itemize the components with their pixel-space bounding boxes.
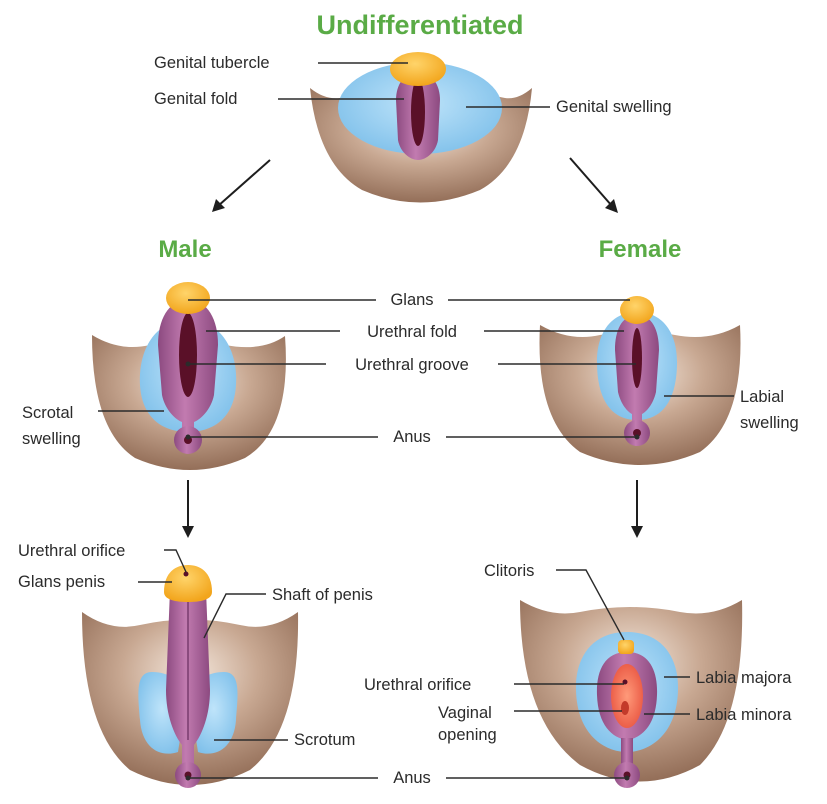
label-anus-intermediate: Anus: [393, 428, 431, 446]
female-final-figure: [520, 600, 742, 788]
label-shaft-of-penis: Shaft of penis: [272, 586, 373, 604]
label-genital-tubercle: Genital tubercle: [154, 54, 270, 72]
genital-tubercle-shape: [390, 52, 446, 86]
vaginal-opening-shape: [621, 701, 629, 715]
label-scrotum: Scrotum: [294, 731, 355, 749]
heading-undifferentiated: Undifferentiated: [316, 10, 523, 40]
arrow-to-female: [570, 158, 618, 213]
label-glans: Glans: [390, 291, 433, 309]
heading-male: Male: [158, 236, 211, 263]
label-genital-fold: Genital fold: [154, 90, 237, 108]
label-scrotal: Scrotal: [22, 404, 73, 422]
label-urethral-orifice-female: Urethral orifice: [364, 676, 471, 694]
arrow-female-down: [631, 480, 643, 538]
label-anus-final: Anus: [393, 769, 431, 787]
groove-undifferentiated: [411, 78, 425, 146]
label-labia-minora: Labia minora: [696, 706, 792, 724]
label-urethral-fold: Urethral fold: [367, 323, 457, 341]
label-urethral-orifice-male: Urethral orifice: [18, 542, 125, 560]
urethral-groove-male: [179, 313, 197, 397]
urethral-orifice-male-shape: [184, 572, 189, 577]
label-glans-penis: Glans penis: [18, 573, 105, 591]
label-urethral-groove: Urethral groove: [355, 356, 469, 374]
clitoris-shape: [618, 640, 634, 654]
label-opening: opening: [438, 726, 497, 744]
label-swelling-scrotal: swelling: [22, 430, 81, 448]
male-intermediate-figure: [92, 282, 286, 470]
undifferentiated-figure: [310, 52, 532, 203]
label-swelling-labial: swelling: [740, 414, 799, 432]
label-labia-majora: Labia majora: [696, 669, 792, 687]
urethral-groove-female: [632, 328, 642, 388]
female-intermediate-figure: [540, 296, 741, 465]
vestibule-shape: [611, 664, 643, 728]
label-genital-swelling: Genital swelling: [556, 98, 672, 116]
heading-female: Female: [599, 236, 682, 263]
label-vaginal: Vaginal: [438, 704, 492, 722]
label-clitoris: Clitoris: [484, 562, 534, 580]
male-final-figure: [82, 565, 298, 788]
glans-penis-shape: [164, 565, 212, 602]
arrow-to-male: [212, 160, 270, 212]
arrow-male-down: [182, 480, 194, 538]
label-labial: Labial: [740, 388, 784, 406]
glans-male: [166, 282, 210, 314]
